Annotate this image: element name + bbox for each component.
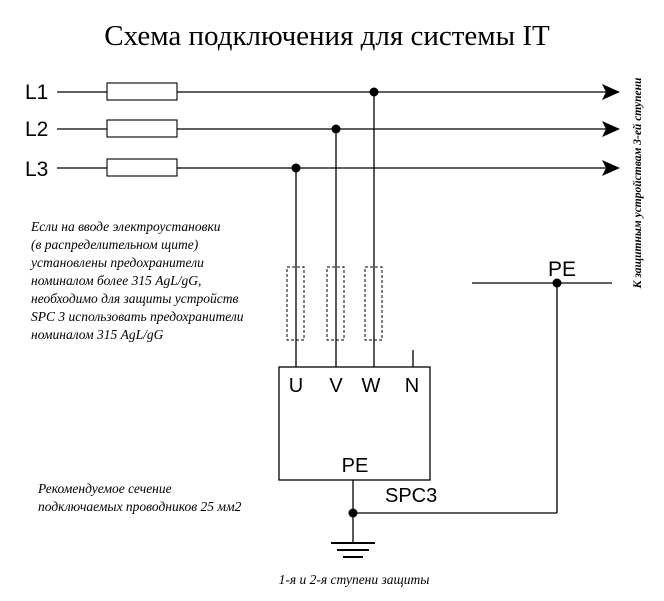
fuse-l1 (106, 82, 178, 101)
phase-label-l2: L2 (25, 118, 48, 141)
fuse-l2 (106, 119, 178, 138)
device-box (278, 366, 431, 481)
fuse-note-line: Если на вводе электроустановки (30, 219, 221, 234)
phase-label-l3: L3 (25, 158, 48, 181)
fuse-note-line: номиналом 315 AgL/gG (31, 327, 164, 342)
terminal-w: W (362, 375, 381, 397)
phase-line-l2: L2 (25, 118, 620, 141)
junction-dot-ground (348, 508, 358, 518)
side-label: К защитным устройствам 3-ей ступени (631, 77, 644, 289)
fuse-note: Если на вводе электроустановки (в распре… (29, 219, 244, 342)
phase-line-l3: L3 (25, 158, 620, 181)
pe-bus: PE (353, 258, 612, 514)
fuse-note-line: номиналом более 315 AgL/gG, (31, 273, 201, 288)
section-note-line: подключаемых проводников 25 мм2 (38, 499, 242, 514)
tap-wires (291, 87, 414, 367)
terminal-n: N (405, 375, 419, 397)
arrow-right-icon (602, 84, 620, 100)
terminal-v: V (329, 375, 343, 397)
junction-dot-l2 (331, 124, 341, 134)
arrow-right-icon (602, 121, 620, 137)
fuse-note-line: установлены предохранители (29, 255, 204, 270)
diagram-title: Схема подключения для системы IT (104, 20, 550, 52)
terminal-u: U (289, 375, 303, 397)
ground (331, 480, 375, 558)
device-name: SPC3 (385, 485, 437, 507)
device-pe-terminal: PE (342, 455, 369, 477)
phase-line-l1: L1 (25, 81, 620, 104)
fuse-note-line: необходимо для защиты устройств (31, 291, 238, 306)
section-note-line: Рекомендуемое сечение (37, 481, 172, 496)
spc3-device: U V W N PE SPC3 (278, 366, 437, 507)
pe-label: PE (548, 258, 576, 281)
optional-fuses (286, 266, 383, 341)
fuse-note-line: SPC 3 использовать предохранители (31, 309, 244, 324)
phase-label-l1: L1 (25, 81, 48, 104)
junction-dot-l3 (291, 163, 301, 173)
fuse-l3 (106, 158, 178, 177)
junction-dot-l1 (369, 87, 379, 97)
caption: 1-я и 2-я ступени защиты (279, 572, 430, 587)
arrow-right-icon (602, 160, 620, 176)
fuse-note-line: (в распределительном щите) (31, 237, 199, 252)
section-note: Рекомендуемое сечение подключаемых прово… (37, 481, 242, 514)
ground-icon (331, 542, 375, 558)
